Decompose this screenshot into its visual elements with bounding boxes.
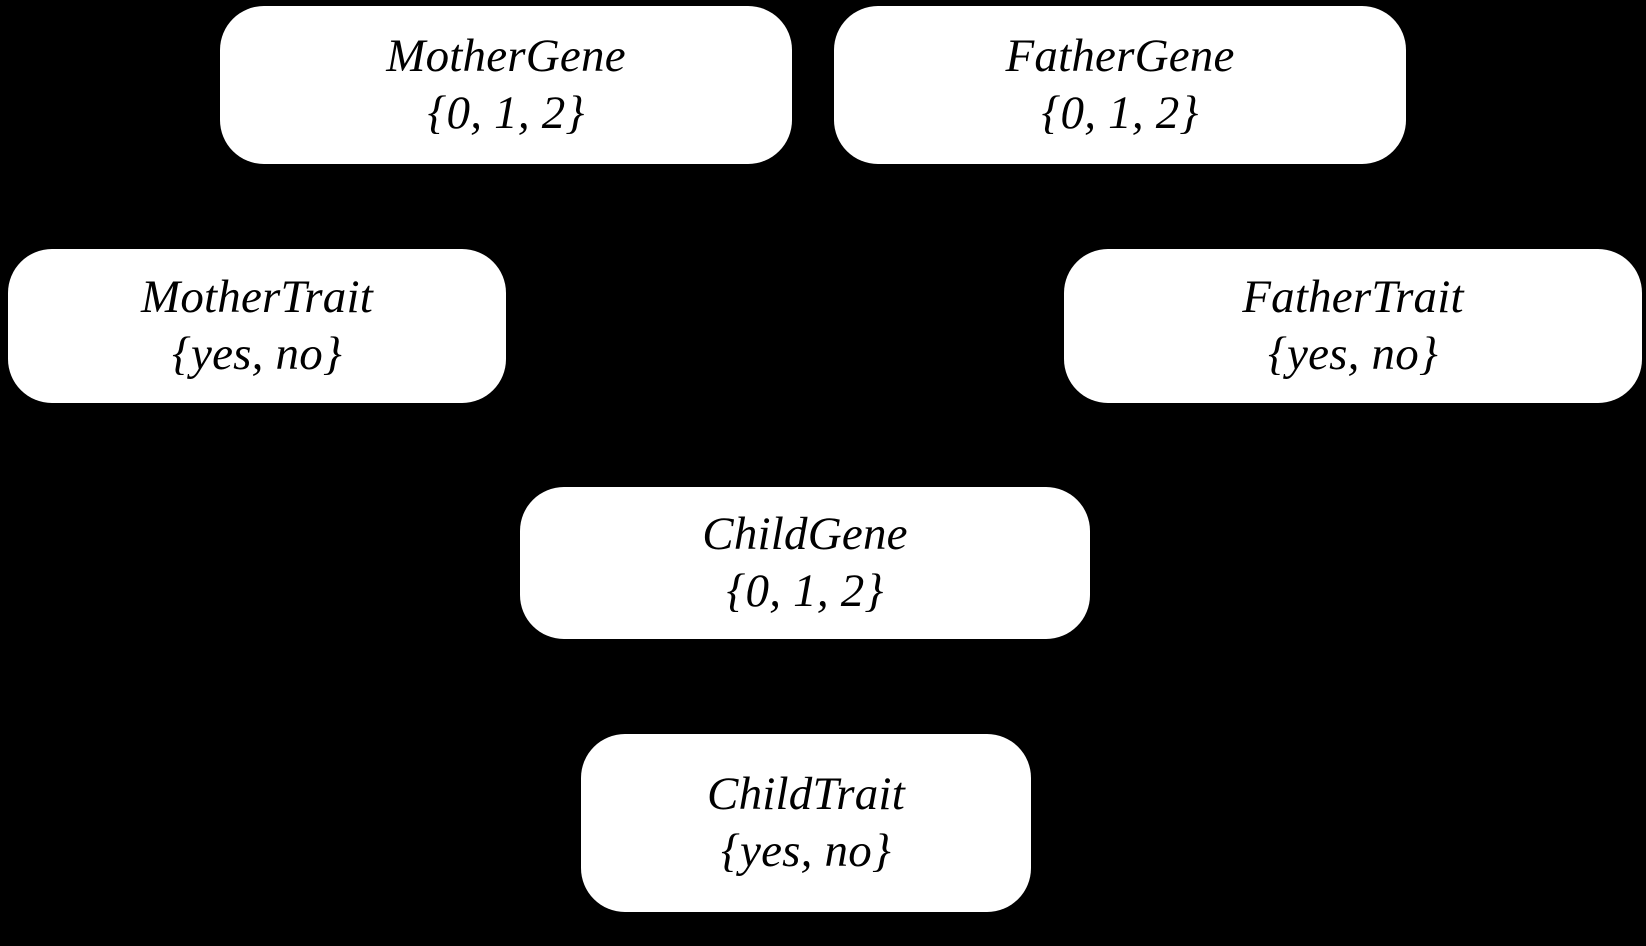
node-child-trait[interactable]: ChildTrait {yes, no}	[581, 734, 1031, 912]
edge-mother-gene-to-child-gene	[559, 163, 681, 488]
node-father-gene-domain: {0, 1, 2}	[1041, 87, 1199, 139]
node-father-gene[interactable]: FatherGene {0, 1, 2}	[834, 6, 1406, 164]
edge-child-gene-to-child-trait	[804, 638, 807, 735]
node-child-gene[interactable]: ChildGene {0, 1, 2}	[520, 487, 1090, 639]
edge-mother-gene-to-mother-trait	[249, 163, 361, 250]
node-mother-trait[interactable]: MotherTrait {yes, no}	[8, 249, 506, 403]
node-father-trait[interactable]: FatherTrait {yes, no}	[1064, 249, 1642, 403]
node-mother-gene[interactable]: MotherGene {0, 1, 2}	[220, 6, 792, 164]
node-father-gene-label: FatherGene	[1005, 29, 1235, 82]
node-father-trait-domain: {yes, no}	[1268, 328, 1438, 380]
node-mother-trait-domain: {yes, no}	[172, 328, 342, 380]
node-father-trait-label: FatherTrait	[1242, 270, 1464, 323]
node-child-trait-domain: {yes, no}	[721, 825, 891, 877]
node-child-gene-domain: {0, 1, 2}	[726, 565, 884, 617]
edge-father-gene-to-child-gene	[929, 163, 1081, 488]
node-mother-gene-label: MotherGene	[386, 29, 626, 82]
node-child-trait-label: ChildTrait	[707, 767, 905, 820]
edge-father-gene-to-father-trait	[1269, 163, 1361, 250]
node-mother-gene-domain: {0, 1, 2}	[427, 87, 585, 139]
node-child-gene-label: ChildGene	[702, 507, 908, 560]
node-mother-trait-label: MotherTrait	[140, 270, 373, 323]
